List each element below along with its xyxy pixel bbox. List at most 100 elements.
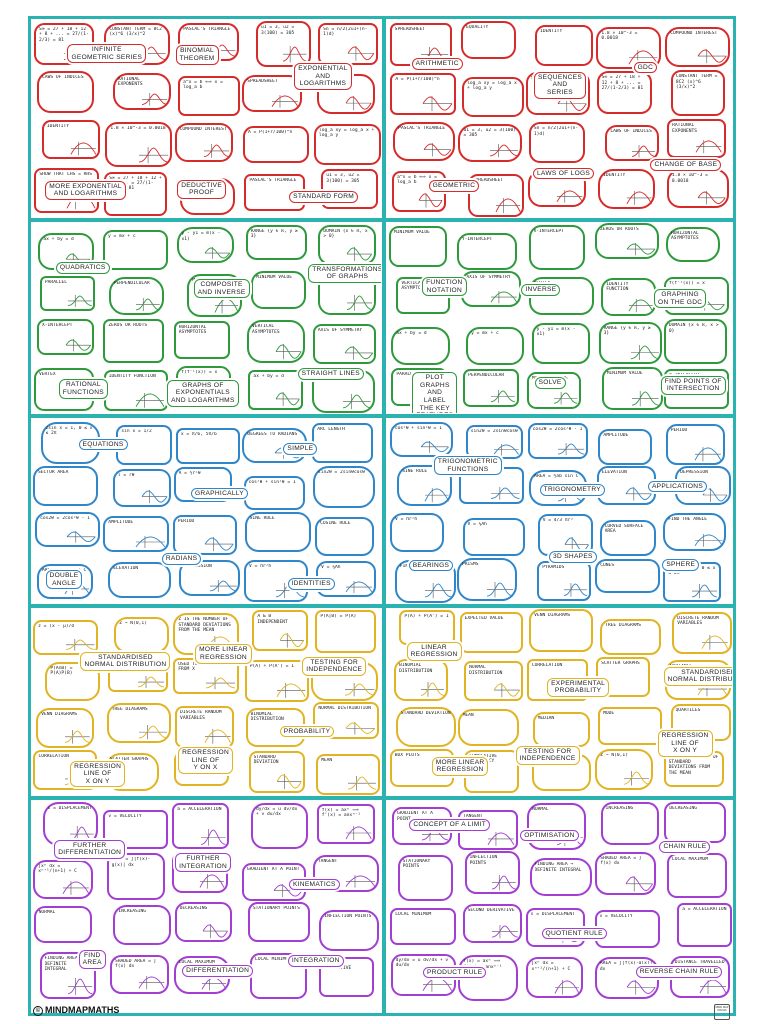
formula-text: A = P(1+r/100)^n (395, 76, 440, 82)
topic-heading: INVERSE (521, 284, 561, 296)
formula-text: Sn = n/2(2u1+(n-1)d) (323, 27, 368, 38)
formula-text: PERIOD (670, 428, 688, 434)
formula-bubble: HORIZONTAL ASYMPTOTES (665, 226, 720, 262)
sketch-graph (696, 140, 723, 154)
formula-bubble: STANDARD DEVIATION (248, 750, 306, 793)
formula-text: 2sin x = 1, 0 ≤ x ≤ 2π (45, 425, 93, 437)
formula-bubble: RATIONAL EXPONENTS (112, 72, 172, 110)
formula-text: log_a xy = log_a x + log_a y (467, 80, 517, 92)
formula-text: s = DISPLACEMENT (530, 911, 575, 917)
formula-bubble: IDENTITY FUNCTION (601, 277, 657, 316)
formula-text: CORRELATION (531, 663, 563, 669)
topic-heading: TESTING FOR INDEPENDENCE (302, 656, 367, 676)
formula-bubble: ELEVATION (596, 466, 656, 506)
formula-text: a = ACCELERATION (682, 906, 727, 912)
sketch-graph (206, 677, 236, 690)
formula-bubble: SPREADSHEET (242, 74, 303, 113)
formula-text: SPREADSHEET (247, 78, 278, 84)
sketch-graph (554, 979, 579, 995)
formula-bubble: INCREASING (113, 905, 172, 945)
formula-text: BOX PLOTS (394, 752, 420, 758)
formula-bubble: AREA = ∫|f(x)-g(x)| dx (594, 957, 660, 999)
formula-text: LOCAL MAXIMUM (178, 959, 215, 965)
topic-heading: SOLVE (534, 377, 566, 389)
formula-bubble: AMPLITUDE (598, 428, 653, 465)
sketch-graph (702, 487, 728, 502)
formula-bubble: RANGE {y ∈ ℝ, y ≥ 3} (245, 224, 307, 261)
sketch-graph (701, 634, 729, 650)
brand-footer: ©MINDMAPMATHS (33, 1005, 119, 1016)
formula-text: COMPOUND INTEREST (670, 31, 718, 37)
formula-bubble: STANDARD DEVIATION (395, 707, 457, 747)
formula-bubble: log_a xy = log_a x + log_a y (462, 76, 524, 118)
formula-bubble: ∫xⁿ dx = xⁿ⁺¹/(n+1) + C (526, 957, 583, 999)
formula-text: LAWS OF INDICES (42, 75, 84, 81)
sketch-graph (697, 49, 727, 64)
formula-bubble: AMPLITUDE (103, 516, 170, 552)
topic-heading: REGRESSION LINE OF Y ON X (178, 747, 234, 774)
formula-text: y - y1 = m(x - x1) (181, 231, 221, 242)
formula-bubble: INFLECTION POINTS (464, 851, 521, 895)
sketch-graph (492, 874, 517, 891)
sketch-graph (138, 146, 168, 164)
sketch-graph (347, 776, 377, 791)
row-divider (31, 414, 733, 418)
formula-bubble: INFLECTION POINTS (319, 909, 380, 951)
formula-bubble: cos²θ + sin²θ = 1 (243, 476, 306, 511)
formula-bubble: DOMAIN {x ∈ ℝ, x > 0} (663, 319, 728, 364)
formula-text: CONSTANT TERM = 8C2 (x)^6 (3/x)^2 (109, 26, 162, 38)
formula-bubble: BINOMIAL DISTRIBUTION (394, 659, 448, 701)
topic-heading: FIND AREA (78, 949, 106, 969)
sketch-graph (343, 393, 372, 409)
formula-text: DOMAIN {x ∈ ℝ, x > 0} (668, 323, 719, 334)
formula-text: ax + by = d (396, 331, 427, 337)
formula-bubble: 1.8 × 10^-3 = 0.0018 (596, 26, 662, 70)
sketch-graph (699, 979, 727, 995)
formula-bubble: ARC LENGTH (312, 423, 374, 464)
formula-bubble: SHADED AREA = ∫ f(x) dx (109, 955, 169, 994)
formula-text: PERIOD (177, 519, 195, 525)
formula-text: V = πr²h (249, 563, 272, 569)
formula-bubble: TREE DIAGRAMS (600, 618, 661, 655)
formula-bubble: VERTICAL ASYMPTOTES (247, 320, 306, 364)
formula-text: SECOND DERIVATIVE (467, 908, 515, 914)
formula-text: cos²θ + sin²θ = 1 (394, 426, 442, 432)
topic-heading: TRIGONOMETRIC FUNCTIONS (433, 456, 502, 476)
sketch-graph (67, 531, 97, 543)
formula-bubble: sin2θ = 2sinθcosθ (312, 465, 376, 508)
sketch-graph (491, 487, 520, 501)
formula-bubble: ax + by = d (248, 369, 304, 410)
formula-text: STANDARD DEVIATION (400, 711, 451, 717)
sketch-graph (346, 246, 373, 261)
formula-bubble: V = 4/3 πr³ (537, 513, 593, 557)
topic-heading: APPLICATIONS (647, 480, 708, 493)
formula-bubble: f(x) = axⁿ ⟹ f'(x) = anxⁿ⁻¹ (458, 955, 519, 1001)
sketch-graph (347, 45, 375, 61)
formula-bubble: LOCAL MINIMUM (390, 907, 457, 946)
formula-bubble: cos²θ + sin²θ = 1 (389, 422, 453, 458)
formula-bubble: f(x) = axⁿ ⟹ f'(x) = anxⁿ⁻¹ (316, 803, 376, 844)
formula-text: EQUALITY (466, 25, 489, 31)
formula-text: VENN DIAGRAMS (534, 613, 571, 618)
formula-text: X-INTERCEPT (533, 229, 564, 235)
sketch-graph (204, 537, 234, 552)
sketch-graph (275, 343, 302, 360)
formula-bubble: v = VELOCITY (103, 809, 169, 849)
formula-bubble: IDENTITY (598, 169, 656, 210)
formula-text: VERTICAL ASYMPTOTES (401, 280, 430, 292)
formula-bubble: CURVED SURFACE AREA (599, 519, 657, 556)
sketch-graph (418, 193, 443, 209)
formula-text: MINIMUM VALUE (606, 371, 643, 377)
topic-heading: RADIANS (161, 553, 202, 566)
formula-bubble: RATIONAL EXPONENTS (667, 119, 726, 158)
formula-text: AMPLITUDE (108, 520, 134, 526)
formula-text: ax + by = d (43, 237, 74, 243)
formula-bubble: Sn = n/2(2u1+(n-1)d) (318, 23, 378, 65)
sketch-graph (422, 96, 453, 112)
formula-text: PASCAL'S TRIANGLE (183, 26, 231, 32)
sketch-graph (493, 443, 520, 456)
formula-bubble: P(A) + P(A') = 1 (244, 659, 310, 702)
formula-text: QUARTILES (675, 707, 701, 713)
